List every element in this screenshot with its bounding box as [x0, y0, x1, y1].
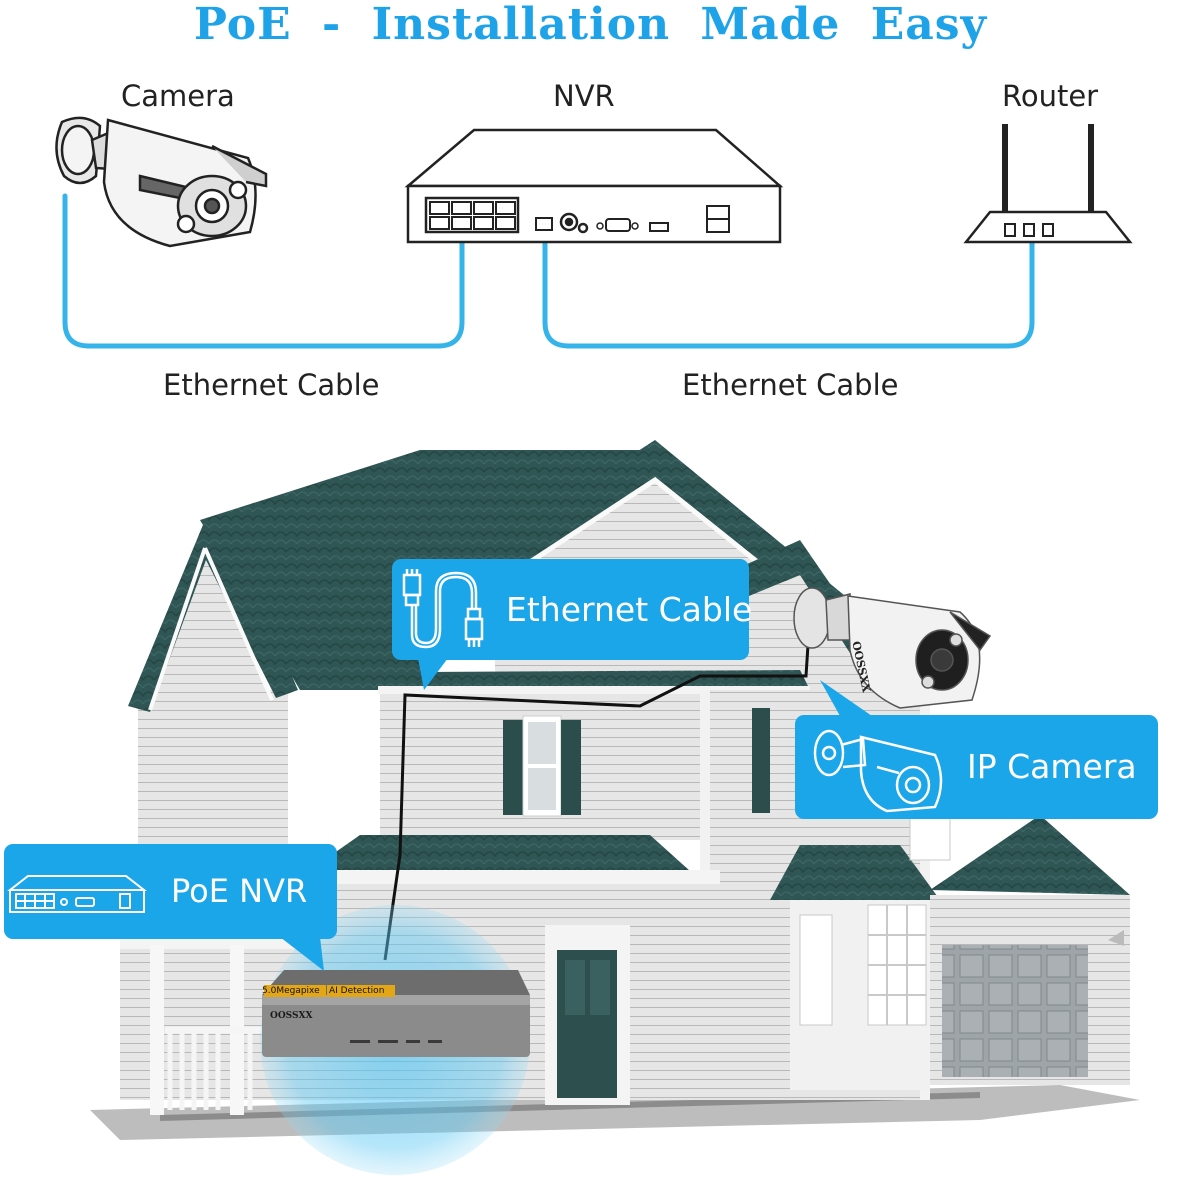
garage-roof: [930, 815, 1130, 895]
ethernet-cable-camera-nvr: [62, 193, 465, 349]
nvr-label: NVR: [553, 79, 615, 113]
garage-door: [942, 945, 1088, 1077]
poe-nvr-callout-text: PoE NVR: [171, 872, 308, 910]
ethernet-cable-label-right: Ethernet Cable: [682, 368, 899, 402]
poe-nvr-callout-pointer: [280, 937, 324, 971]
poe-nvr-callout: PoE NVR: [4, 844, 337, 939]
house-ethernet-cable: [383, 644, 810, 961]
connection-schematic: [55, 116, 1133, 349]
upper-window-right: [752, 708, 770, 813]
poe-nvr-icon: [7, 875, 147, 913]
ip-camera-icon: [813, 729, 943, 813]
nvr-icon: [404, 128, 784, 244]
nvr-brand-logo: OOSSXX: [270, 1011, 313, 1021]
ip-camera-callout-text: IP Camera: [967, 747, 1137, 786]
ethernet-cable-nvr-router: [542, 223, 1035, 349]
camera-icon: [55, 116, 268, 248]
porch-roof: [310, 835, 700, 880]
ip-camera-callout-pointer: [820, 680, 872, 716]
ethernet-cable-callout-text: Ethernet Cable: [506, 590, 753, 629]
ethernet-callout-pointer: [418, 658, 448, 690]
house-ip-camera: [793, 587, 992, 709]
router-icon: [963, 124, 1133, 244]
router-label: Router: [1002, 79, 1099, 113]
ethernet-cable-icon: [402, 569, 484, 649]
page-title: PoE - Installation Made Easy: [193, 0, 988, 50]
front-door: [545, 925, 630, 1105]
bay-roof: [770, 845, 940, 900]
ethernet-cable-callout: Ethernet Cable: [392, 559, 753, 660]
ip-camera-callout: IP Camera: [795, 715, 1158, 819]
upper-window-center: [503, 715, 581, 817]
bay-window: [799, 904, 927, 1026]
nvr-ai-badge: AI Detection: [329, 986, 385, 996]
nvr-resolution-badge: 5.0Megapixe: [262, 986, 320, 996]
camera-label: Camera: [121, 79, 235, 113]
left-wing-gable: [150, 545, 270, 700]
house-nvr-device: [262, 970, 530, 1057]
ethernet-cable-label-left: Ethernet Cable: [163, 368, 380, 402]
